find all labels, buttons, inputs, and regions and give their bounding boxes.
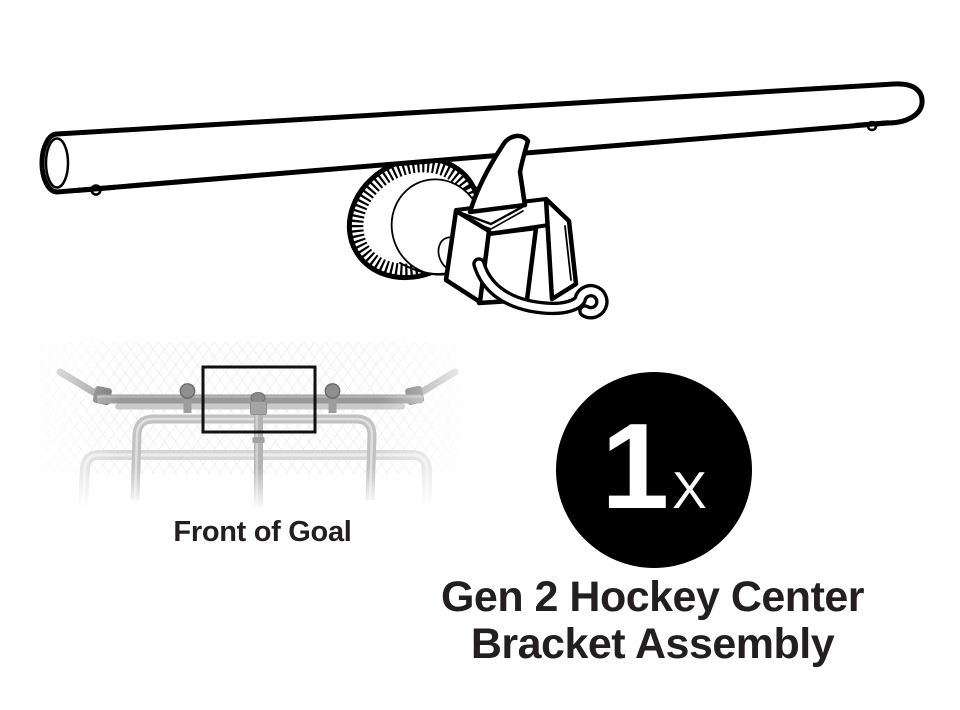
channel-right-plate [543, 196, 579, 302]
part-label-line1: Gen 2 Hockey Center [440, 573, 865, 621]
crossbar-tube [39, 81, 925, 196]
front-of-goal-inset [25, 342, 475, 517]
quantity-multiplier: X [672, 462, 707, 520]
strap-fold [459, 204, 526, 226]
channel-left-plate [443, 208, 492, 305]
quantity-badge: 1X [556, 372, 752, 568]
u-channel-bracket [443, 133, 579, 306]
center-bracket-location [250, 392, 267, 415]
j-hook-cable [472, 257, 609, 320]
goal-center-post [254, 402, 263, 508]
tube-open-end [44, 137, 70, 189]
clamp-knob-left [179, 383, 196, 399]
inset-caption: Front of Goal [173, 516, 352, 548]
bracket-assembly-illustration [39, 81, 925, 320]
part-label-line2: Bracket Assembly [470, 620, 835, 668]
part-label: Gen 2 Hockey Center Bracket Assembly [390, 574, 915, 668]
highlight-box [201, 365, 317, 434]
hook-strap [467, 133, 531, 215]
quantity-count: 1 [601, 398, 670, 534]
clamp-knob-right [324, 383, 341, 399]
